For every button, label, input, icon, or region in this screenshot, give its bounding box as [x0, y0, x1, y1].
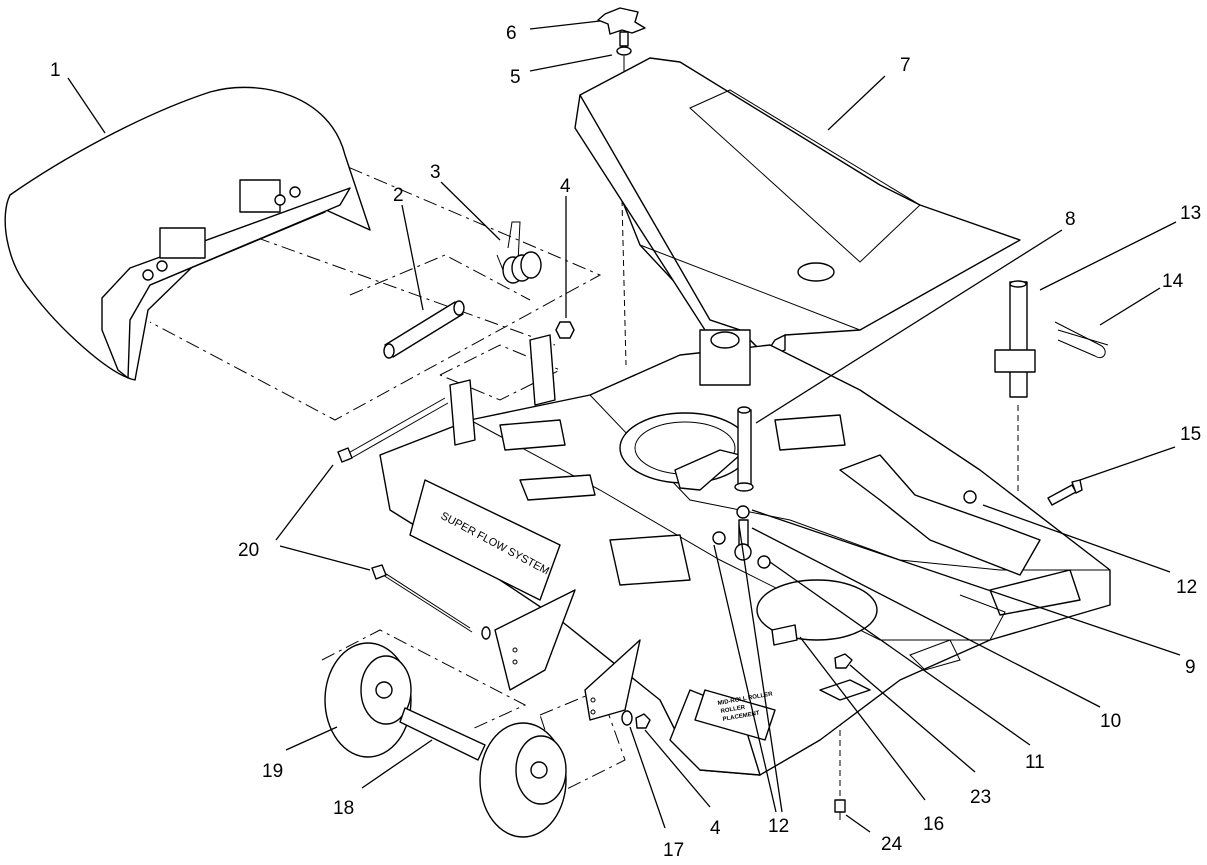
screw-24 [834, 799, 846, 820]
lock-nut [555, 321, 575, 339]
callout-4-upper: 4 [560, 176, 571, 197]
roller-placement-decal: MID-ROLL ROLLER ROLLER PLACEMENT [694, 689, 776, 741]
callout-9: 9 [1185, 657, 1196, 678]
hairpin-clip [1054, 321, 1109, 359]
callout-11: 11 [1025, 752, 1045, 773]
knob-and-washer [597, 7, 646, 80]
callout-5: 5 [510, 67, 521, 88]
deck-side-brackets [449, 334, 641, 721]
callout-14: 14 [1162, 271, 1184, 292]
callout-18: 18 [333, 798, 354, 819]
leader-lines [67, 20, 1181, 833]
callout-20: 20 [238, 540, 259, 561]
torsion-spring [496, 221, 542, 284]
height-of-cut-pin [994, 280, 1036, 398]
callout-8: 8 [1065, 209, 1076, 230]
discharge-chute [4, 86, 371, 381]
roller-decal-line2: ROLLER [720, 705, 746, 715]
pivot-rod [383, 300, 465, 359]
callout-7: 7 [900, 55, 911, 76]
axle-bolts [337, 397, 491, 640]
callout-17: 17 [663, 840, 684, 861]
roller-assembly [324, 642, 567, 838]
height-adjust-pin [734, 406, 754, 492]
callout-2: 2 [393, 185, 404, 206]
callout-12-right: 12 [1176, 577, 1197, 598]
callout-6: 6 [506, 23, 517, 44]
lower-washer-and-nut [621, 710, 651, 729]
callout-labels: 1 2 3 4 5 6 7 8 13 14 15 12 9 10 11 23 1… [50, 23, 1201, 861]
callout-3: 3 [430, 162, 441, 183]
callout-1: 1 [50, 60, 61, 81]
callout-15: 15 [1180, 424, 1201, 445]
roller-shaft-bolt [771, 624, 798, 646]
callout-19: 19 [262, 761, 283, 782]
hex-nut-23 [834, 653, 853, 669]
callout-16: 16 [923, 814, 944, 835]
callout-4-lower: 4 [710, 818, 721, 839]
carriage-bolt [1047, 479, 1083, 506]
belt-cover [574, 57, 1021, 359]
callout-23: 23 [970, 787, 991, 808]
callout-10: 10 [1100, 711, 1121, 732]
callout-12-bottom: 12 [768, 816, 789, 837]
callout-13: 13 [1180, 203, 1201, 224]
callout-24: 24 [881, 834, 903, 855]
